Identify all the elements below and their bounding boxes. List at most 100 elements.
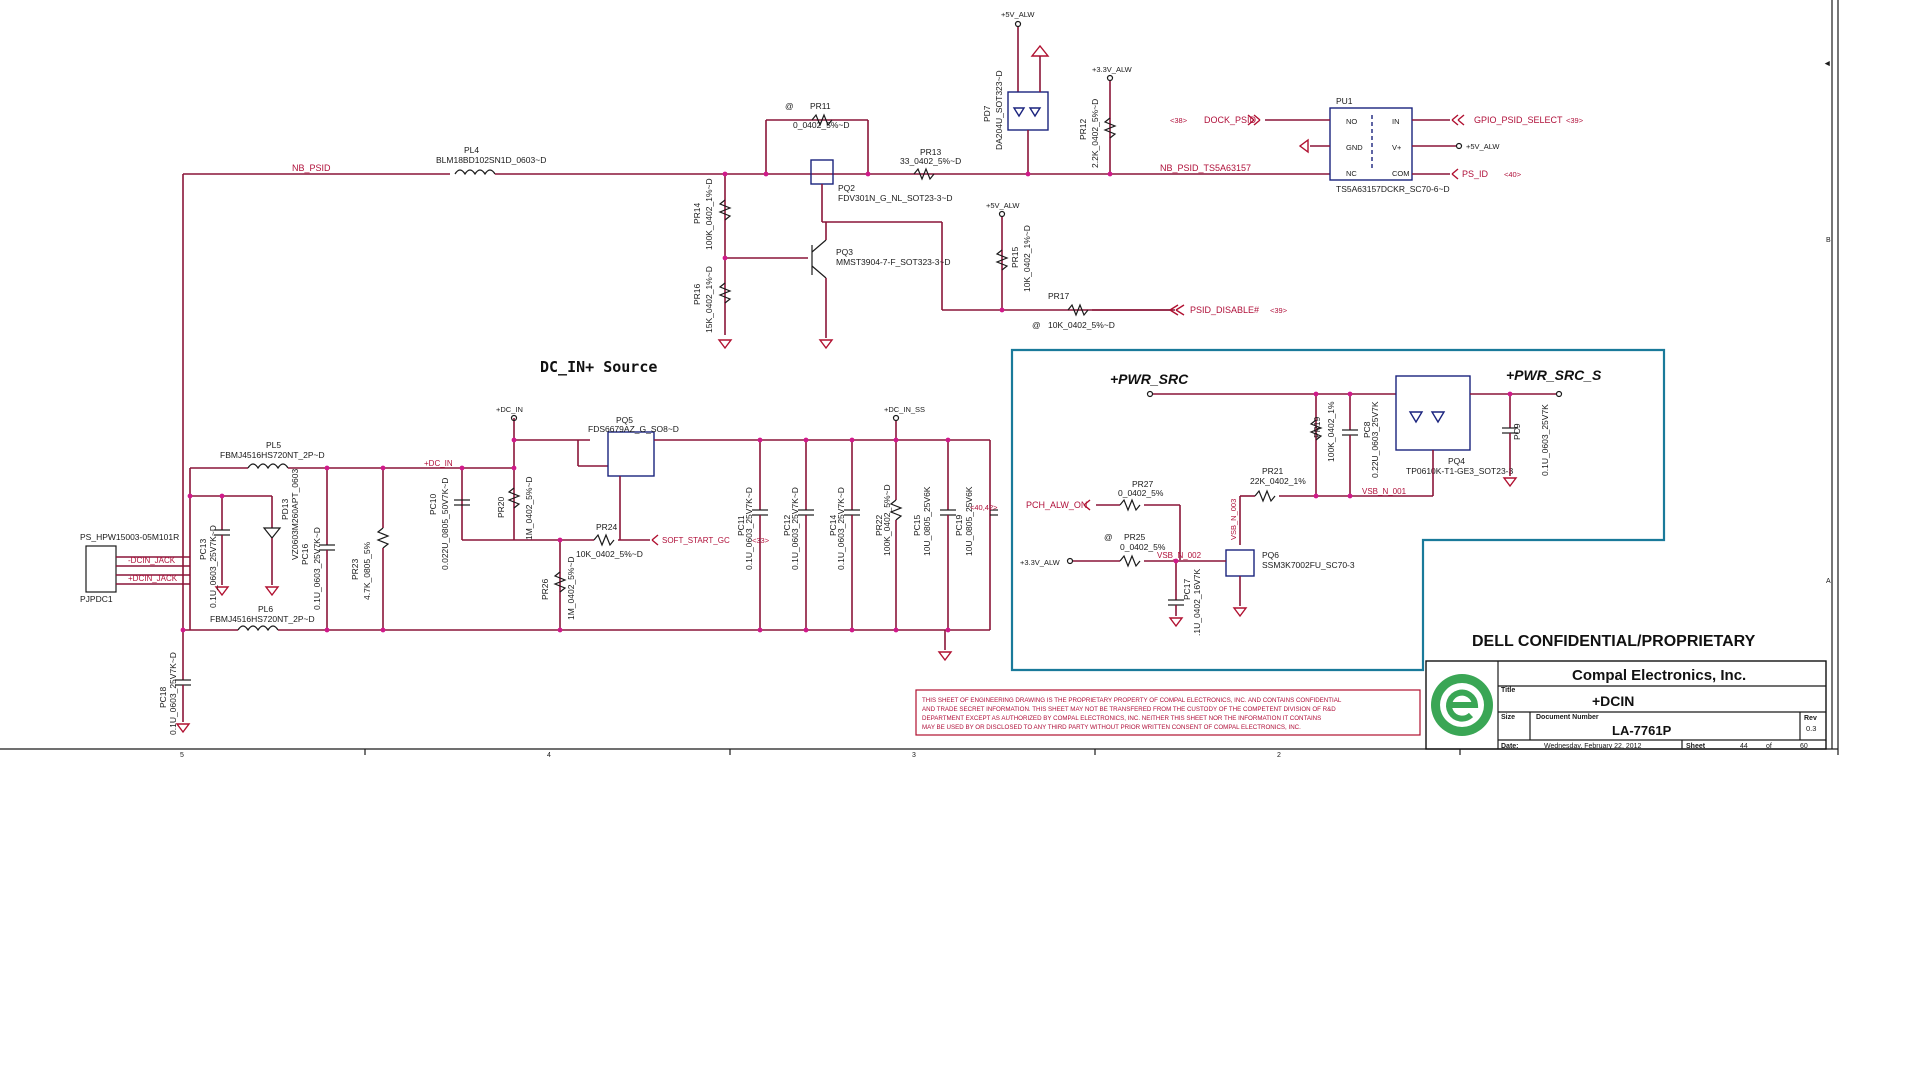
part-value: 0.1U_0603_25V7K~D [312,527,322,610]
off-page-arrow-icon [1451,168,1459,180]
net-label: DOCK_PSID [1204,115,1257,125]
ground-icon [264,586,280,597]
resistor-pr16 [718,282,732,304]
sheet-arrow-icon: ◄ [1823,58,1831,68]
inductor-pl6 [237,625,279,632]
net-label: +DCIN_JACK [128,574,178,583]
part-value: FBMJ4516HS720NT_2P~D [210,614,315,624]
mosfet-pq2 [810,159,834,185]
part-ref: PC15 [912,514,922,536]
net-label: PCH_ALW_ON [1026,500,1087,510]
company-name: Compal Electronics, Inc. [1572,667,1746,684]
diode-pd7 [1007,91,1049,131]
part-value: FBMJ4516HS720NT_2P~D [220,450,325,460]
rail-label: +3.3V_ALW [1092,65,1133,74]
disclaimer-line: DEPARTMENT EXCEPT AS AUTHORIZED BY COMPA… [922,715,1321,722]
part-value: 33_0402_5%~D [900,156,961,166]
resistor-pr21 [1254,489,1276,503]
ground-icon [1168,617,1184,628]
part-value: 0.1U_0603_25V7K~D [744,487,754,570]
part-value: 100K_0402_5%~D [882,484,892,556]
part-value: 0_0402_5% [1118,488,1164,498]
switch-pu1 [1329,107,1413,181]
pin-label: NO [1346,117,1357,126]
confidential-label: DELL CONFIDENTIAL/PROPRIETARY [1472,633,1756,650]
ground-icon [818,339,834,350]
part-value: TS5A63157DCKR_SC70-6~D [1336,184,1450,194]
part-value: 10K_0402_5%~D [576,549,643,559]
title-block: DELL CONFIDENTIAL/PROPRIETARY Compal Ele… [1425,633,1827,750]
part-ref: PL6 [258,604,273,614]
at-mark: @ [1104,532,1113,542]
part-value: TP0610K-T1-GE3_SOT23-3 [1406,466,1514,476]
part-value: 2.2K_0402_5%~D [1090,99,1100,168]
rail-terminal [892,414,900,422]
part-value: SSM3K7002FU_SC70-3 [1262,560,1355,570]
rail-label: +DC_IN_SS [884,405,925,414]
disclaimer-box: THIS SHEET OF ENGINEERING DRAWING IS THE… [915,689,1421,736]
ref-label: <38> [1170,116,1188,125]
net-label: VSB_N_003 [1229,499,1238,540]
rev-value: 0.3 [1806,724,1816,733]
mosfet-pq6 [1225,549,1255,577]
resistor-pr26 [553,571,567,593]
part-ref: PR12 [1078,118,1088,140]
pwr-src-s-label: +PWR_SRC_S [1506,367,1602,383]
part-ref: PR23 [350,558,360,580]
dcin-section: PS_HPW15003-05M101R PJPDC1 -DCIN_JACK +D… [80,405,998,735]
part-value: 4.7K_0805_5% [362,541,372,600]
part-value: 1M_0402_5%~D [566,556,576,620]
part-ref: PR25 [1124,532,1146,542]
part-value: 10K_0402_5%~D [1048,320,1115,330]
section-title: DC_IN+ Source [540,358,657,376]
sheet-label: Sheet [1686,743,1706,750]
part-ref: PR24 [596,522,618,532]
resistor-pr22 [889,499,903,521]
rail-label: +5V_ALW [986,201,1020,210]
off-page-arrow-icon [1083,499,1091,511]
rail-label: +DC_IN [496,405,523,414]
size-label: Size [1501,714,1515,721]
part-ref: PC8 [1362,421,1372,438]
pin-label: IN [1392,117,1400,126]
rail-terminal [1014,20,1022,28]
part-ref: PR22 [874,514,884,536]
part-ref: PR27 [1132,479,1154,489]
part-value: 10U_0805_25V6K [964,486,974,556]
rail-label: +3.3V_ALW [1020,558,1061,567]
ground-icon [1298,138,1309,154]
inductor-pl5 [247,463,289,470]
tvs-diode-pd13 [262,527,282,539]
ref-label: <39> [1270,306,1288,315]
part-ref: PR11 [810,101,831,111]
net-label: PSID_DISABLE# [1190,305,1259,315]
part-ref: PQ2 [838,183,855,193]
part-ref: PQ3 [836,247,853,257]
part-value: 0_0402_5% [1120,542,1166,552]
pwr-src-label: +PWR_SRC [1110,371,1189,387]
part-ref: PC18 [158,686,168,708]
net-label: NB_PSID [292,163,331,173]
ground-icon [937,651,953,662]
part-ref: PC13 [198,538,208,560]
pin-label: COM [1392,169,1410,178]
ground-icon [175,723,191,734]
part-value: 10K_0402_1%~D [1022,225,1032,292]
title-label: Title [1501,687,1515,694]
at-mark: @ [785,101,794,111]
part-ref: PC12 [782,514,792,536]
sheet-total: 60 [1800,743,1808,750]
net-label: NB_PSID_TS5A63157 [1160,163,1251,173]
rail-label: +5V_ALW [1001,10,1035,19]
disclaimer-line: THIS SHEET OF ENGINEERING DRAWING IS THE… [922,697,1342,704]
ref-label: <40,42> [970,503,998,512]
part-value: 15K_0402_1%~D [704,266,714,333]
net-label: -DCIN_JACK [128,556,176,565]
part-ref: PR19 [1312,416,1322,438]
inductor-pl4 [454,169,496,176]
net-label: VSB_N_002 [1157,551,1202,560]
rail-terminal [510,414,518,422]
resistor-pr15 [995,249,1009,271]
part-value: 22K_0402_1% [1250,476,1306,486]
